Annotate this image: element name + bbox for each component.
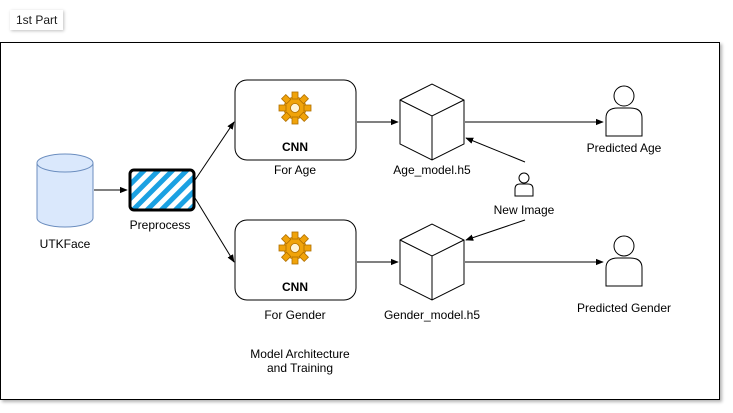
preprocess-box [128, 168, 196, 212]
dataset-label: UTKFace [40, 237, 91, 251]
predicted-age-person-icon [605, 85, 643, 137]
part-label: 1st Part [10, 10, 64, 30]
arrow-preprocess-to-cnn-age [194, 121, 235, 181]
cnn-gender-caption: For Gender [264, 308, 325, 322]
database-icon [36, 153, 94, 228]
preprocess-label: Preprocess [130, 218, 191, 232]
predicted-age-label: Predicted Age [587, 141, 662, 155]
arrow-new-image-to-age-model [465, 137, 526, 163]
new-image-label: New Image [494, 203, 555, 217]
new-image-person-icon [514, 172, 534, 197]
arrow-new-image-to-gender-model [465, 219, 526, 241]
cnn-age-title: CNN [282, 140, 308, 154]
cnn-age-caption: For Age [274, 163, 316, 177]
gear-icon [278, 91, 312, 125]
arrow-preprocess-to-cnn-gender [194, 197, 235, 263]
predicted-gender-person-icon [605, 235, 643, 287]
gender-model-cube-icon [399, 223, 465, 301]
section-note-line1: Model Architecture [250, 347, 350, 361]
gender-model-label: Gender_model.h5 [384, 308, 480, 322]
gear-icon [278, 231, 312, 265]
section-note-line2: and Training [267, 361, 333, 375]
predicted-gender-label: Predicted Gender [577, 301, 671, 315]
age-model-label: Age_model.h5 [393, 163, 471, 177]
cnn-gender-title: CNN [282, 280, 308, 294]
diagram-frame [0, 42, 720, 400]
age-model-cube-icon [399, 83, 465, 161]
